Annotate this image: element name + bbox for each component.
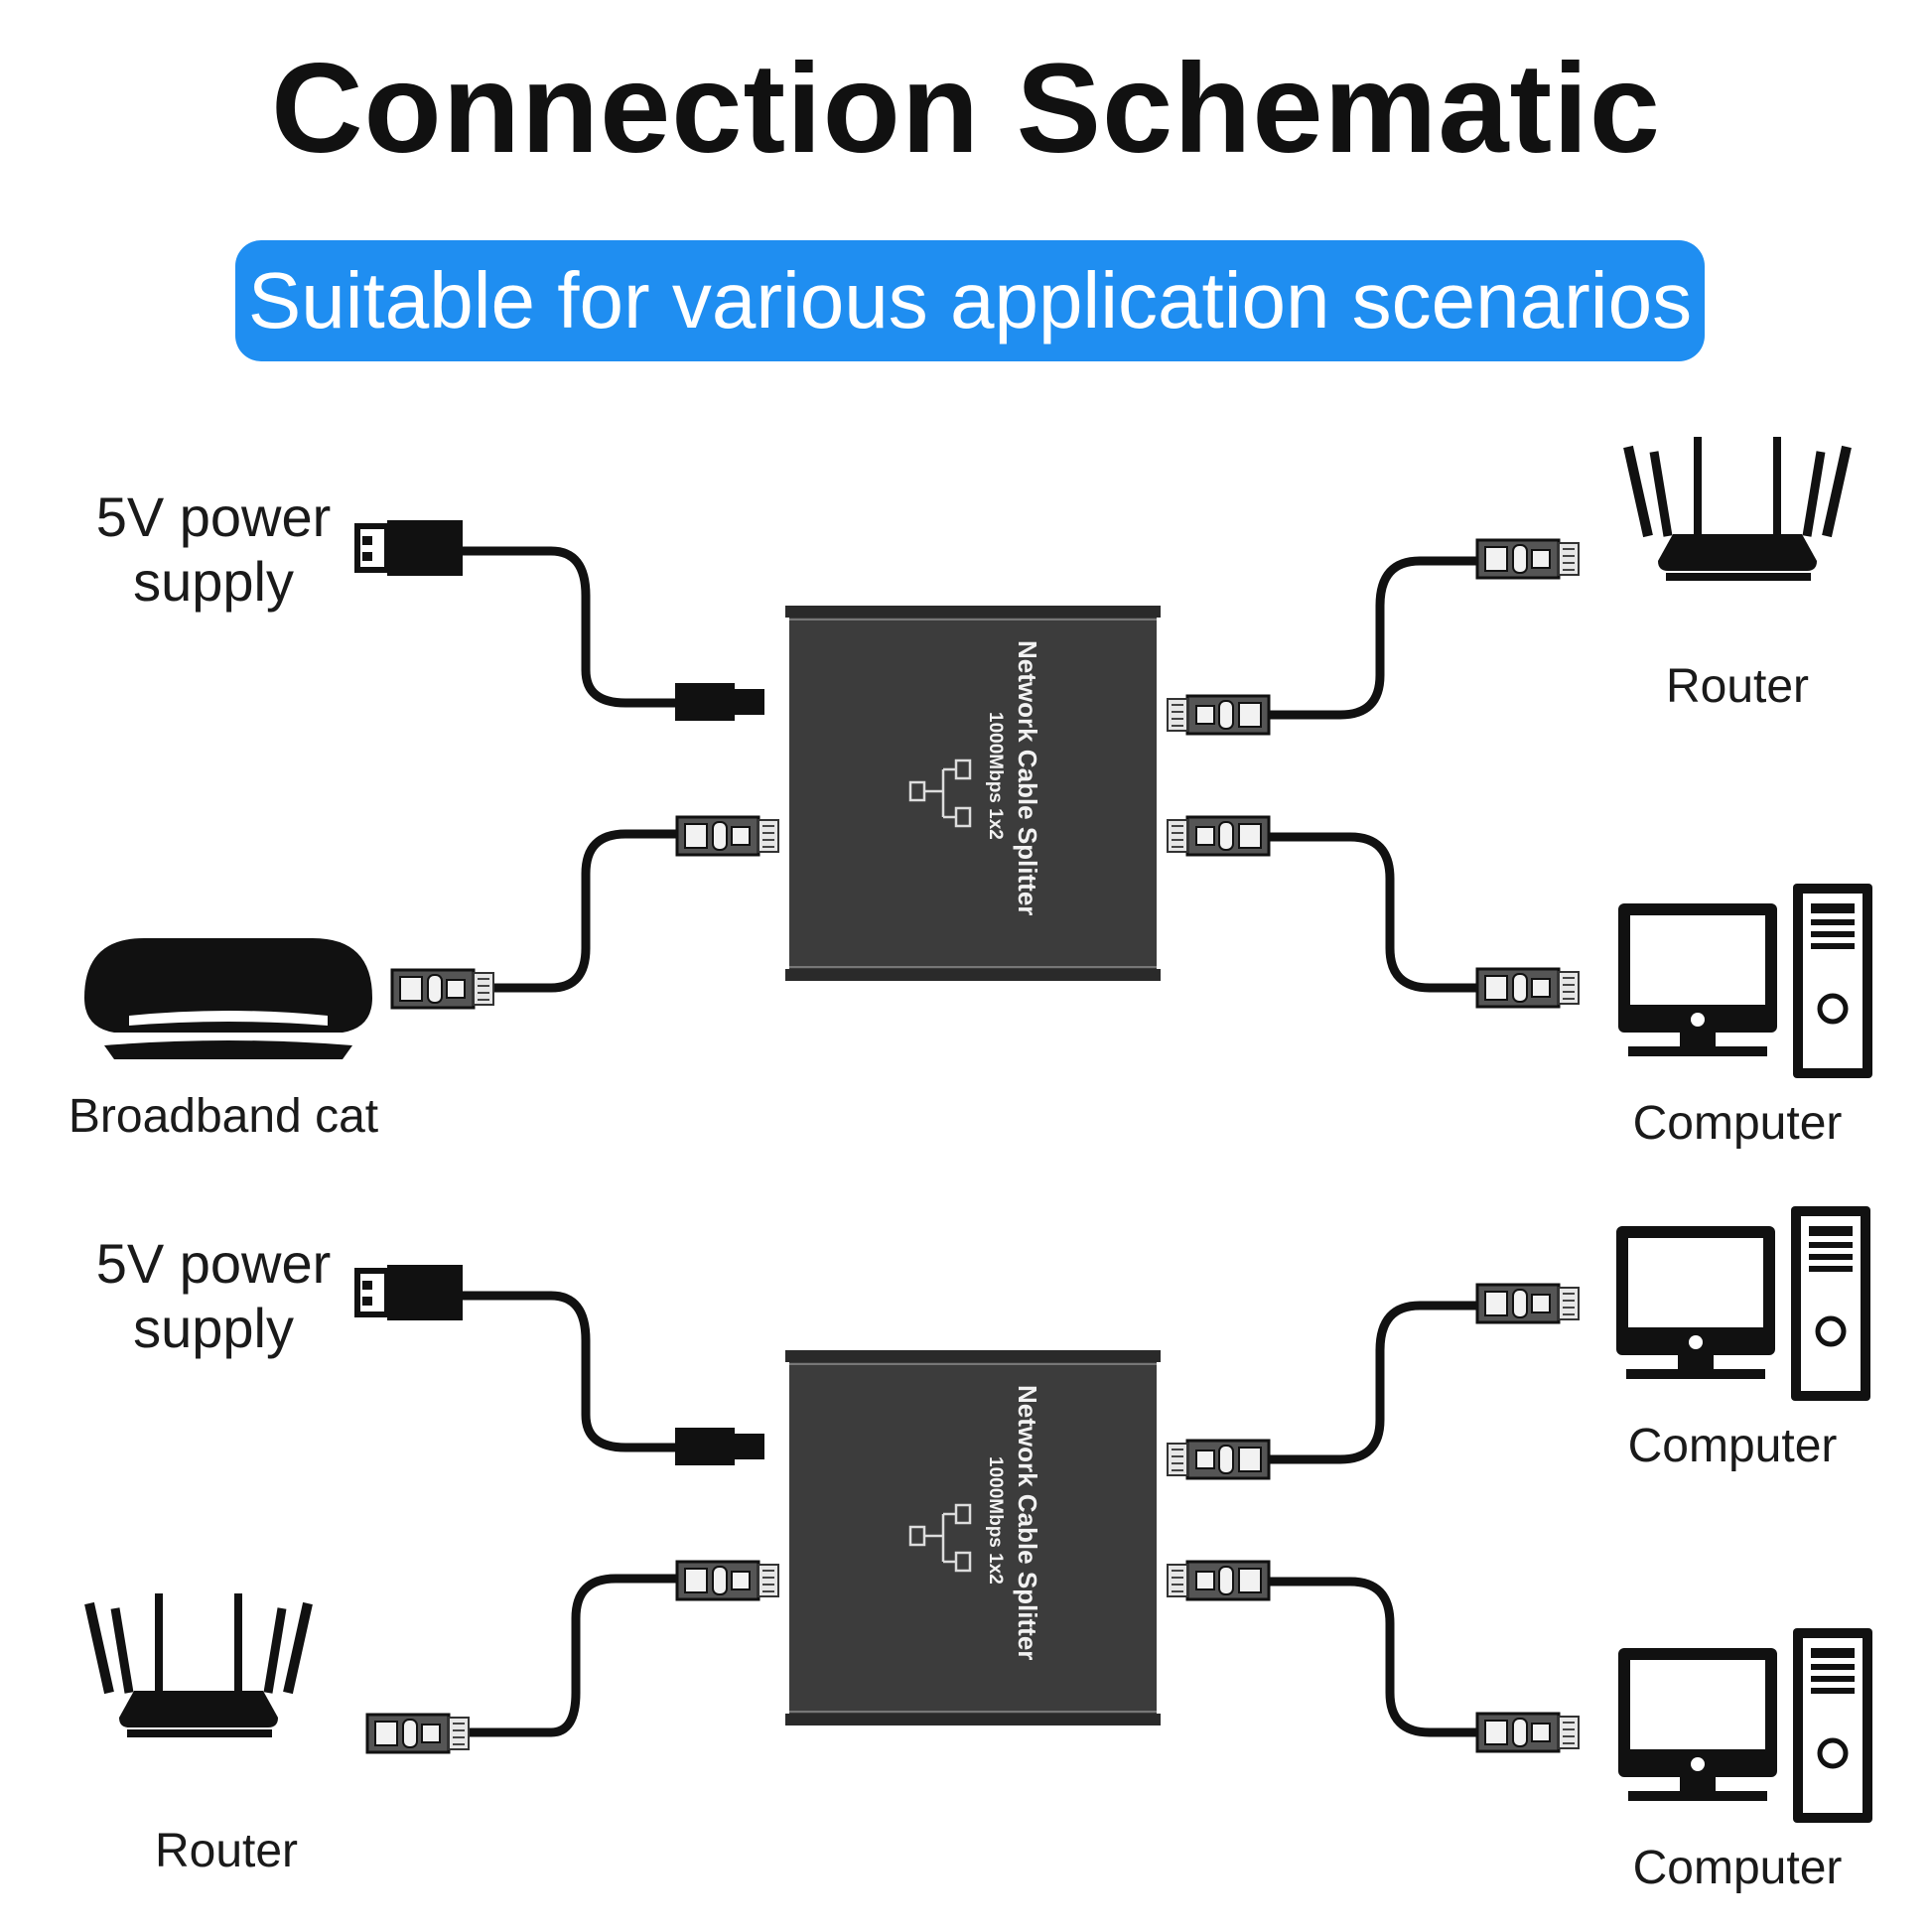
lan-cable-1 [1261,556,1479,720]
router-label: Router [1666,660,1809,713]
power-cable [457,546,685,708]
computer-icon [1618,1628,1872,1823]
computer-label-bottom: Computer [1633,1842,1843,1894]
usb-plug [357,1265,463,1320]
device-name: Network Cable Splitter [1013,1385,1042,1660]
subtitle-banner: Suitable for various application scenari… [235,240,1705,361]
rj45-plug-computer [1475,967,1581,1009]
rj45-plug-source [365,1713,471,1754]
rj45-plug-lan1 [1168,1441,1269,1478]
power-cable [457,1291,685,1452]
banner-text: Suitable for various application scenari… [247,256,1693,345]
computer-label: Computer [1633,1097,1843,1150]
computer-icon [1616,1206,1870,1401]
rj45-plug-lan2 [1168,817,1269,855]
power-label-line2: supply [133,1297,294,1359]
modem-icon [84,938,372,1059]
computer-icon [1618,884,1872,1078]
lan-cable-2 [1261,832,1479,993]
top-scenario: Network Cable Splitter 1000Mbps 1x2 5V p… [69,437,1872,1150]
micro-usb-plug [675,1428,764,1465]
rj45-plug-computer-top [1475,1283,1581,1324]
rj45-plug-lan2 [1168,1562,1269,1599]
device-spec: 1000Mbps 1x2 [985,712,1006,840]
rj45-plug-router [1475,538,1581,580]
rj45-plug-wan [675,1560,780,1601]
device-spec: 1000Mbps 1x2 [985,1456,1006,1585]
power-label-line1: 5V power [96,1232,332,1295]
lan-cable-2 [1261,1577,1479,1737]
modem-label: Broadband cat [69,1090,378,1143]
usb-plug [357,520,463,576]
bottom-scenario: Network Cable Splitter 1000Mbps 1x2 5V p… [89,1206,1872,1894]
router-icon [89,1593,308,1737]
wan-cable [486,829,685,993]
computer-label-top: Computer [1628,1420,1838,1472]
power-label-line1: 5V power [96,485,332,548]
rj45-plug-wan [675,815,780,857]
wan-cable [462,1574,685,1737]
page-title: Connection Schematic [271,38,1661,180]
power-label-line2: supply [133,550,294,613]
micro-usb-plug [675,683,764,721]
rj45-plug-source [390,968,495,1010]
splitter-device [783,604,1163,983]
splitter-device [783,1348,1163,1727]
rj45-plug-computer-bottom [1475,1712,1581,1753]
lan-cable-1 [1261,1301,1479,1464]
router-label: Router [155,1825,298,1877]
rj45-plug-lan1 [1168,696,1269,734]
device-name: Network Cable Splitter [1013,640,1042,915]
router-icon [1628,437,1847,581]
